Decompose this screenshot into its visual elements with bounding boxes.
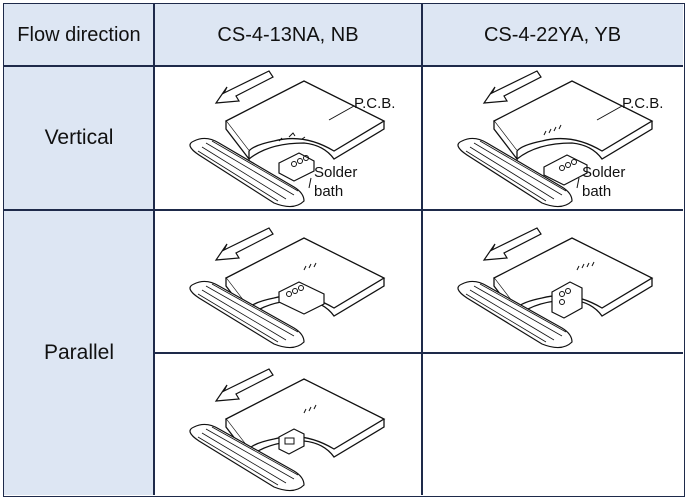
row-label-vertical: Vertical [4,66,154,210]
flow-arrow-icon [214,368,274,402]
diagram-parallel-13na-b [189,368,386,492]
flow-arrow-icon [214,227,274,261]
divider [4,65,683,67]
header-col-22ya-yb-label: CS-4-22YA, YB [483,23,622,46]
flow-arrow-icon [214,70,274,104]
divider [421,4,423,495]
cell-vertical-13na: P.C.B. Solder bath [154,66,422,210]
header-col-13na-nb-label: CS-4-13NA, NB [217,23,359,46]
divider [4,209,683,211]
cell-vertical-22ya: P.C.B. Solder bath [422,66,683,210]
flow-direction-table: Flow direction CS-4-13NA, NB CS-4-22YA, … [3,3,685,497]
diagram-vertical-13na: P.C.B. Solder bath [189,70,395,208]
flow-arrow-icon [482,227,542,261]
cell-parallel-13na-b [154,353,422,495]
divider [154,352,683,354]
connector-component [278,281,325,315]
pcb-board [225,378,386,451]
solder-bath [457,137,573,208]
diagram-parallel-22ya [457,227,654,349]
header-flow-direction-label: Flow direction [17,23,141,46]
pcb-board [493,80,654,153]
row-label-vertical-text: Vertical [44,126,114,149]
pcb-board [225,80,386,153]
solder-label: Solder [314,164,357,181]
header-flow-direction: Flow direction [4,4,154,66]
bath-label: bath [582,183,611,200]
diagram-parallel-13na-a [189,227,386,349]
diagram-vertical-22ya: P.C.B. Solder bath [457,70,663,208]
header-col-22ya-yb: CS-4-22YA, YB [422,4,683,66]
row-label-parallel-text: Parallel [43,340,115,364]
connector-component [551,281,583,319]
pcb-label: P.C.B. [354,95,395,112]
solder-bath [457,280,573,349]
cell-parallel-22ya [422,210,683,353]
connector-component [278,428,305,455]
cell-empty [422,353,683,495]
row-label-parallel: Parallel [4,210,154,495]
pcb-label: P.C.B. [622,95,663,112]
flow-arrow-icon [482,70,542,104]
solder-bath [189,280,305,349]
cell-parallel-13na-a [154,210,422,353]
bath-label: bath [314,183,343,200]
solder-bath [189,423,305,492]
header-col-13na-nb: CS-4-13NA, NB [154,4,422,66]
divider [153,4,155,495]
solder-label: Solder [582,164,625,181]
solder-bath [189,137,305,208]
